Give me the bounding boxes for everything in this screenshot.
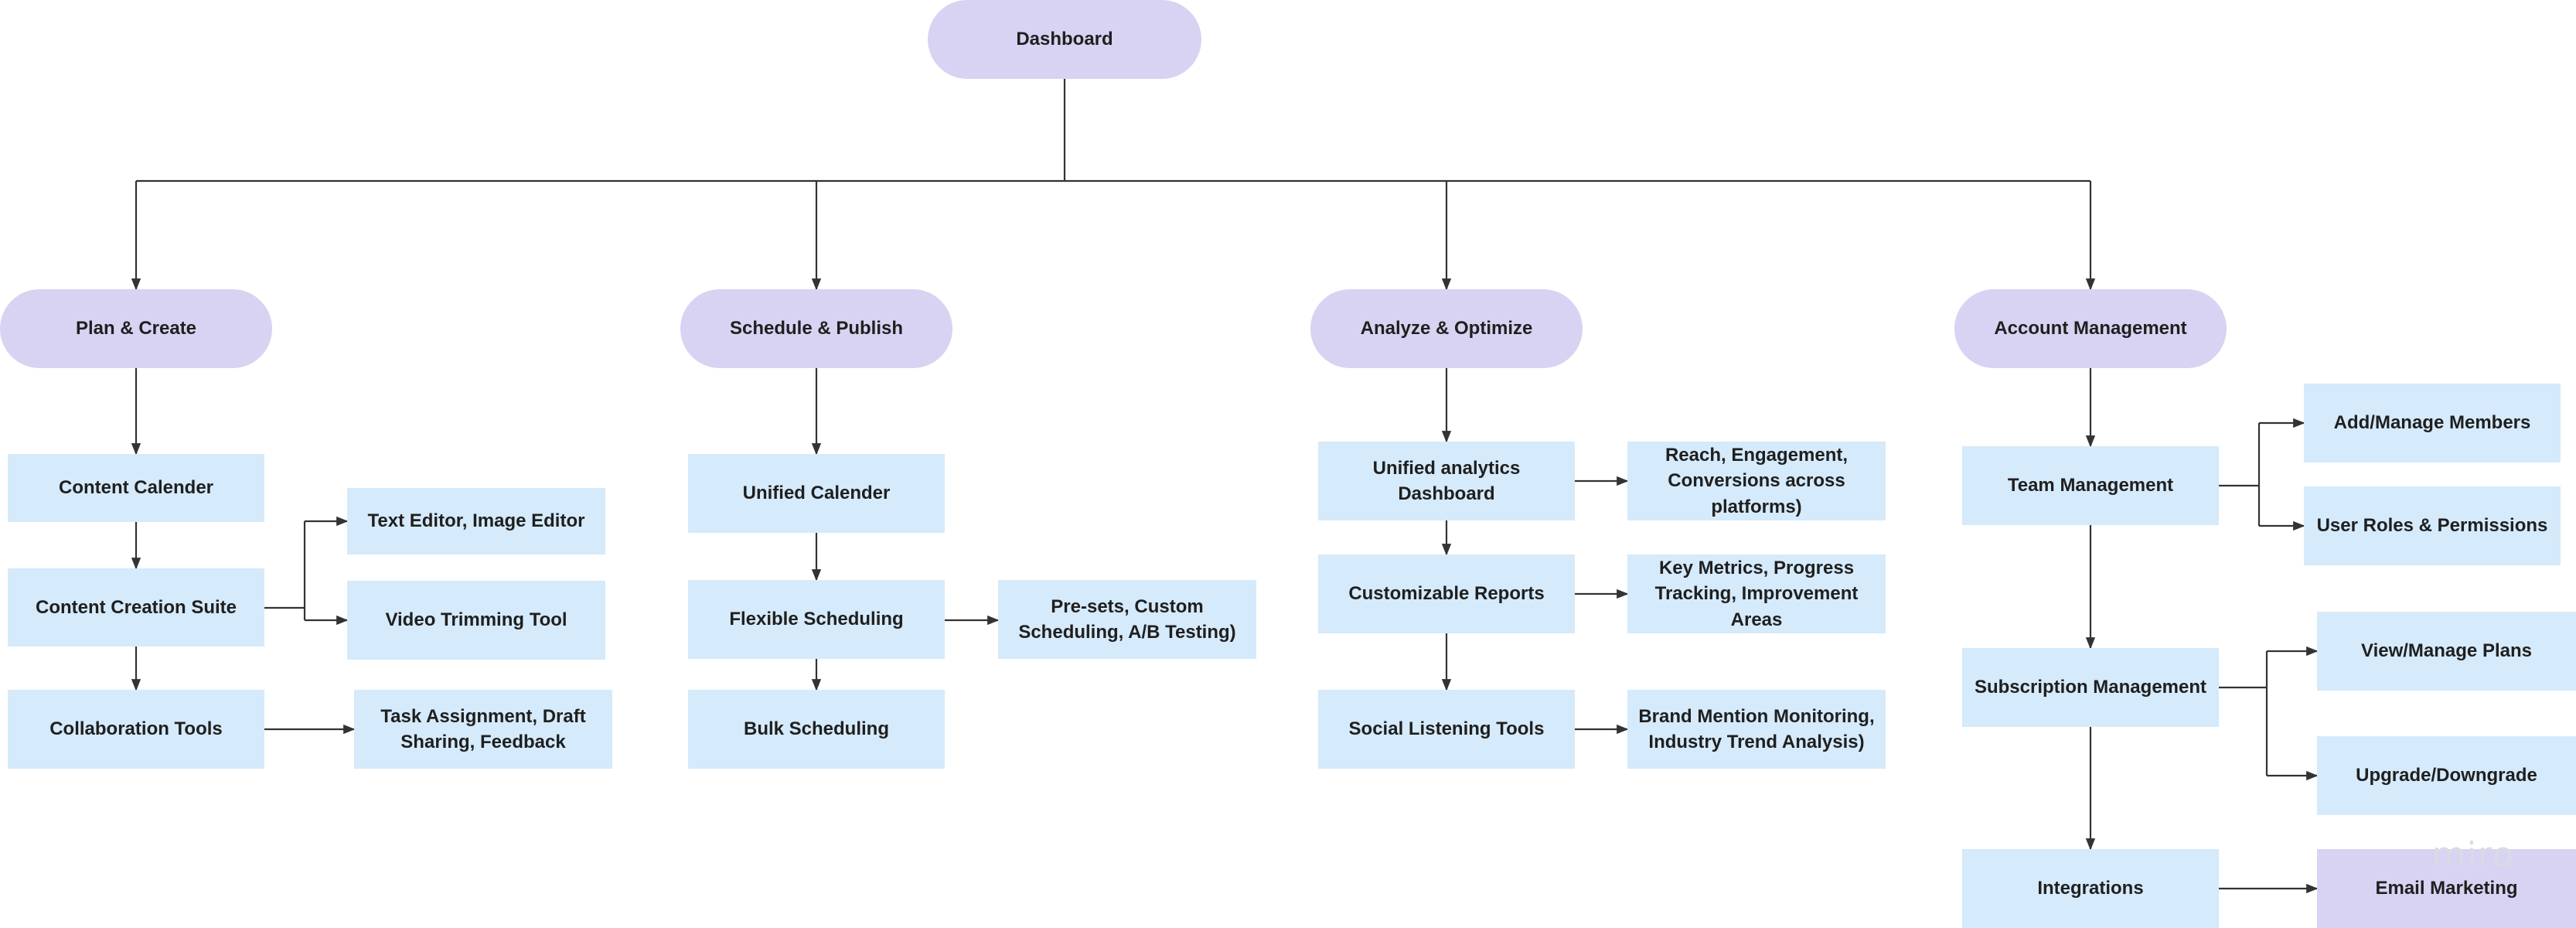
node-video-trimming-tool[interactable]: Video Trimming Tool [347,581,605,660]
node-integrations[interactable]: Integrations [1962,849,2219,928]
miro-watermark: miro [2432,835,2516,875]
node-collaboration-tools[interactable]: Collaboration Tools [8,690,264,769]
node-customizable-reports[interactable]: Customizable Reports [1318,554,1575,633]
node-dashboard[interactable]: Dashboard [928,0,1201,79]
node-schedule-publish[interactable]: Schedule & Publish [680,289,952,368]
node-subscription-management[interactable]: Subscription Management [1962,648,2219,727]
node-analyze-optimize[interactable]: Analyze & Optimize [1310,289,1583,368]
node-email-marketing[interactable]: Email Marketing [2317,849,2576,928]
node-account-management[interactable]: Account Management [1954,289,2227,368]
node-flexible-scheduling[interactable]: Flexible Scheduling [688,580,945,659]
node-reach-engagement[interactable]: Reach, Engagement, Conversions across pl… [1627,442,1886,520]
node-task-assignment[interactable]: Task Assignment, Draft Sharing, Feedback [354,690,612,769]
node-add-manage-members[interactable]: Add/Manage Members [2304,384,2561,462]
node-unified-calender[interactable]: Unified Calender [688,454,945,533]
node-social-listening-tools[interactable]: Social Listening Tools [1318,690,1575,769]
node-presets-custom-scheduling[interactable]: Pre-sets, Custom Scheduling, A/B Testing… [998,580,1256,659]
node-user-roles-permissions[interactable]: User Roles & Permissions [2304,486,2561,565]
node-content-calender[interactable]: Content Calender [8,454,264,522]
node-upgrade-downgrade[interactable]: Upgrade/Downgrade [2317,736,2576,815]
node-brand-mention-monitoring[interactable]: Brand Mention Monitoring, Industry Trend… [1627,690,1886,769]
node-key-metrics[interactable]: Key Metrics, Progress Tracking, Improvem… [1627,554,1886,633]
node-view-manage-plans[interactable]: View/Manage Plans [2317,612,2576,691]
node-bulk-scheduling[interactable]: Bulk Scheduling [688,690,945,769]
node-team-management[interactable]: Team Management [1962,446,2219,525]
node-plan-create[interactable]: Plan & Create [0,289,272,368]
node-content-creation-suite[interactable]: Content Creation Suite [8,568,264,647]
node-unified-analytics-dashboard[interactable]: Unified analytics Dashboard [1318,442,1575,520]
node-text-image-editor[interactable]: Text Editor, Image Editor [347,488,605,554]
